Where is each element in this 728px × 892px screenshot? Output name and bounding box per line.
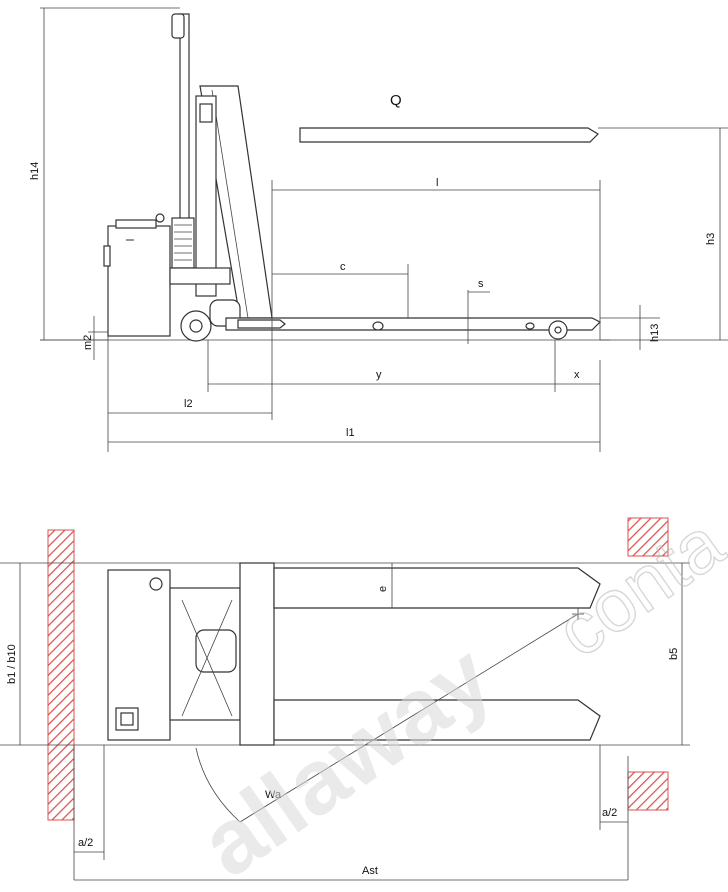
tiller-handle — [171, 13, 190, 220]
load-label: Q — [390, 92, 402, 109]
hatched-block-top-right — [627, 517, 669, 557]
dim-a2-right — [599, 745, 629, 880]
dim-m2 — [88, 316, 108, 360]
dim-h14 — [40, 7, 180, 341]
l1-label: l1 — [346, 427, 355, 439]
hatched-block-bottom-right — [627, 771, 669, 811]
dim-h3 — [598, 127, 728, 341]
ast-label: Ast — [362, 865, 378, 877]
a2-right-label: a/2 — [602, 807, 617, 819]
dim-l2 — [107, 336, 273, 452]
dim-y-x — [207, 340, 601, 392]
h14-label: h14 — [29, 162, 41, 180]
b1-b10-label: b1 / b10 — [6, 644, 18, 684]
s-label: s — [478, 278, 484, 290]
dim-wa — [195, 613, 579, 823]
a2-left-label: a/2 — [78, 837, 93, 849]
y-label: y — [376, 369, 382, 381]
e-label: e — [377, 586, 389, 592]
x-label: x — [574, 369, 580, 381]
hydraulic-unit — [169, 217, 231, 285]
mast — [195, 85, 273, 319]
lowered-fork — [225, 317, 602, 340]
battery-box — [103, 213, 171, 337]
wa-label: Wa — [265, 789, 282, 801]
l-label: l — [436, 177, 438, 189]
hatched-wall-left — [47, 529, 75, 821]
c-label: c — [340, 261, 346, 273]
dim-l1 — [108, 392, 601, 452]
b5-label: b5 — [668, 648, 680, 660]
forks-top — [273, 567, 601, 741]
dim-c — [272, 264, 409, 318]
side-view: Q — [29, 7, 728, 452]
truck-top — [107, 562, 275, 746]
m2-label: m2 — [82, 335, 94, 350]
l2-label: l2 — [184, 398, 193, 410]
dim-a2-left — [73, 745, 105, 880]
dim-h13 — [600, 305, 660, 350]
dim-s — [467, 290, 490, 344]
dim-l — [271, 180, 601, 340]
h3-label: h3 — [705, 233, 717, 245]
top-view: Wa b1 / b10 e b5 a/2 a/2 — [0, 517, 690, 881]
h13-label: h13 — [649, 324, 661, 342]
raised-load — [299, 127, 599, 143]
